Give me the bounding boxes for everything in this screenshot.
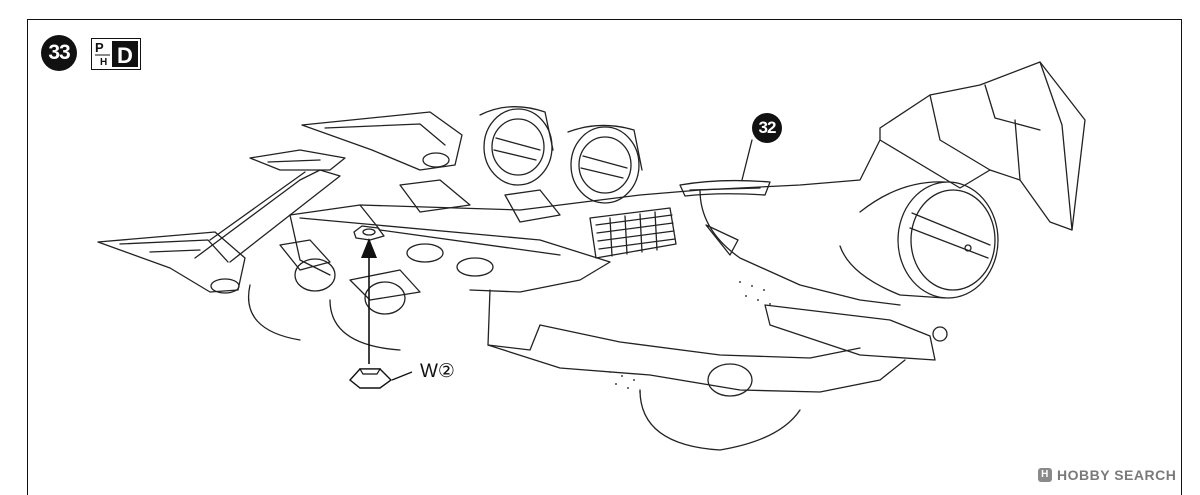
left-tail-fin (97, 111, 463, 294)
svg-text:P: P (95, 40, 104, 55)
reference-step-badge: 32 (752, 113, 782, 143)
svg-text:D: D (117, 43, 133, 68)
watermark: H HOBBY SEARCH (1038, 467, 1176, 483)
frame-right-border (1181, 19, 1182, 495)
part-label-w2: W② (420, 361, 455, 382)
watermark-text: HOBBY SEARCH (1057, 467, 1177, 483)
right-wing (879, 61, 1086, 231)
watermark-logo-icon: H (1038, 468, 1052, 482)
reference-leader-line (741, 139, 753, 181)
step-number-badge: 33 (41, 35, 77, 71)
wheels (248, 179, 801, 451)
washer-mount-point (353, 225, 385, 241)
main-hull (289, 139, 948, 393)
thruster-pods (479, 106, 999, 299)
frame-top-border (27, 19, 1182, 20)
svg-text:H: H (100, 57, 107, 68)
frame-left-border (27, 19, 28, 495)
surface-detail-dots (609, 281, 771, 393)
ph-d-paint-icon: D P H (91, 38, 141, 70)
